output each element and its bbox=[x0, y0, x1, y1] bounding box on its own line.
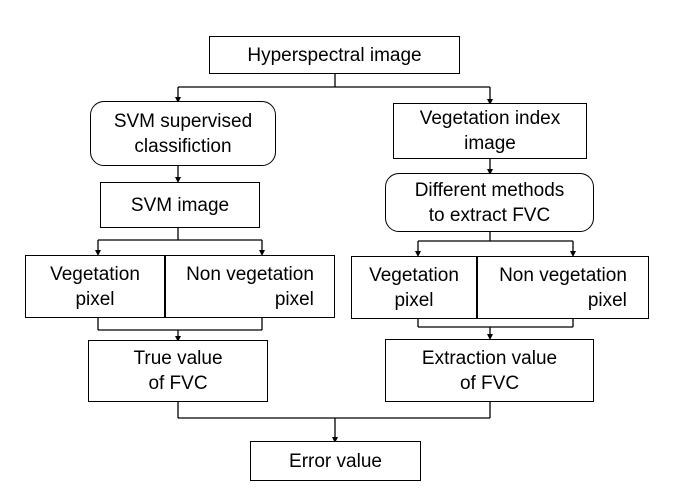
node-label: SVM supervised classifiction bbox=[113, 110, 253, 157]
node-label: Error value bbox=[289, 450, 382, 472]
node-svm-supervised-classification: SVM supervised classifiction bbox=[90, 101, 276, 166]
node-error-value: Error value bbox=[250, 441, 421, 481]
node-non-vegetation-pixel-right: Non vegetation pixel bbox=[477, 256, 649, 319]
node-label: Hyperspectral image bbox=[247, 44, 422, 66]
node-extraction-value-of-fvc: Extraction value of FVC bbox=[385, 339, 594, 402]
node-label: Non vegetation pixel bbox=[499, 264, 627, 311]
node-vegetation-pixel-right: Vegetation pixel bbox=[351, 256, 477, 319]
node-label: SVM image bbox=[130, 194, 230, 216]
node-non-vegetation-pixel-left: Non vegetation pixel bbox=[165, 255, 335, 318]
node-label: Vegetation index image bbox=[419, 108, 561, 154]
node-true-value-of-fvc: True value of FVC bbox=[88, 340, 268, 402]
node-label: Non vegetation pixel bbox=[186, 263, 314, 310]
node-vegetation-pixel-left: Vegetation pixel bbox=[25, 255, 165, 318]
node-different-methods: Different methods to extract FVC bbox=[385, 173, 594, 232]
node-label: Vegetation pixel bbox=[369, 264, 459, 311]
node-label: Extraction value of FVC bbox=[421, 347, 558, 394]
node-label: True value of FVC bbox=[133, 348, 223, 394]
node-hyperspectral-image: Hyperspectral image bbox=[209, 36, 460, 74]
node-vegetation-index-image: Vegetation index image bbox=[393, 103, 587, 159]
node-label: Vegetation pixel bbox=[50, 263, 140, 310]
node-svm-image: SVM image bbox=[100, 182, 260, 228]
node-label: Different methods to extract FVC bbox=[414, 179, 565, 226]
